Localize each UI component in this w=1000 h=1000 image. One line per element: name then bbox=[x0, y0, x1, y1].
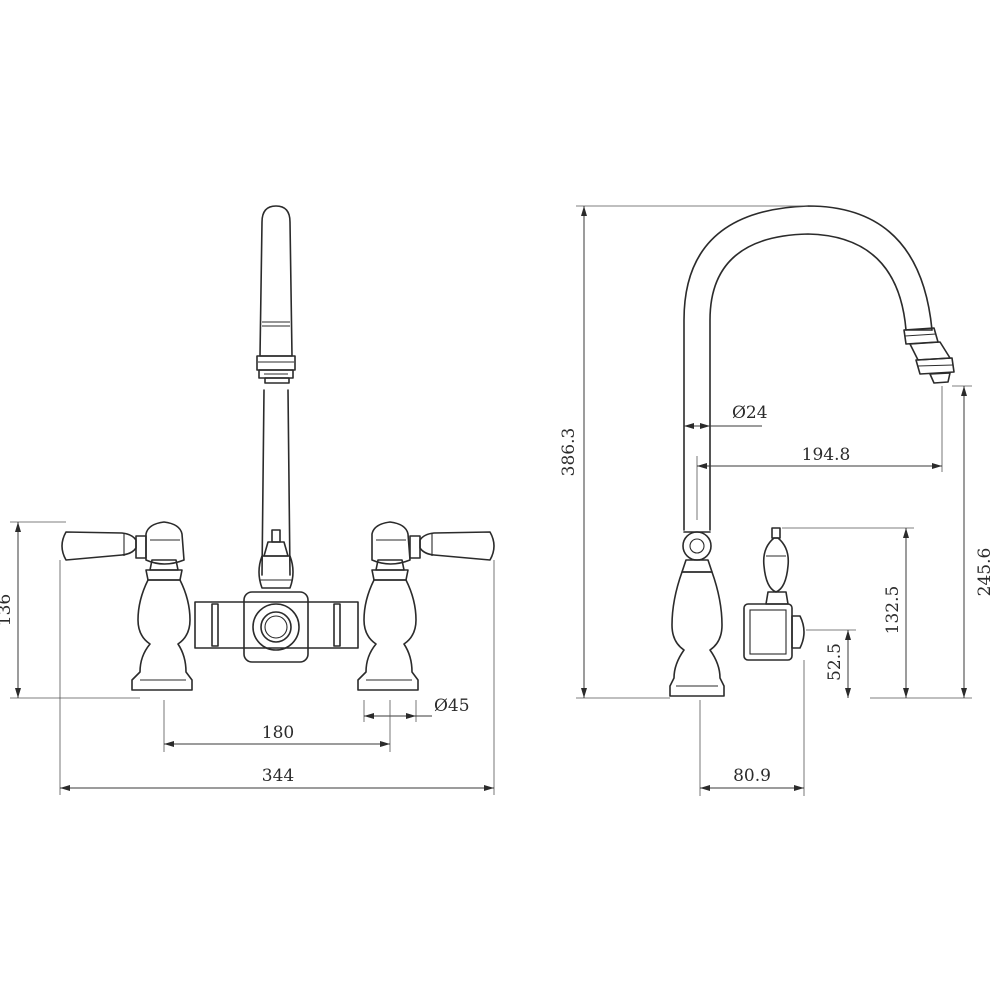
dim-label-132-5: 132.5 bbox=[883, 586, 903, 635]
side-dim-connector-height: 52.5 bbox=[806, 629, 856, 698]
dim-label-386-3: 386.3 bbox=[559, 428, 579, 477]
front-left-pillar bbox=[61, 521, 193, 691]
dim-label-52-5: 52.5 bbox=[825, 643, 845, 681]
front-dim-width: 344 bbox=[59, 560, 495, 795]
side-dim-spout-reach: 194.8 bbox=[696, 386, 943, 520]
side-connector bbox=[743, 603, 805, 661]
side-dim-base-depth: 80.9 bbox=[699, 660, 805, 796]
side-spout bbox=[683, 205, 955, 531]
front-dim-centers: 180 bbox=[163, 700, 391, 752]
dim-label-hole-diameter: Ø45 bbox=[434, 696, 470, 716]
front-right-pillar bbox=[357, 521, 495, 691]
side-lever bbox=[762, 527, 790, 605]
dim-label-245-6: 245.6 bbox=[975, 548, 995, 597]
side-dim-total-height: 386.3 bbox=[559, 205, 808, 699]
side-dim-outlet-height: 245.6 bbox=[870, 385, 995, 699]
front-central-lever bbox=[258, 529, 294, 589]
side-dim-spout-diameter: Ø24 bbox=[684, 403, 768, 429]
side-body bbox=[669, 531, 725, 697]
dim-label-spout-diameter: Ø24 bbox=[732, 403, 768, 423]
front-view: 136 Ø45 180 344 bbox=[0, 205, 495, 795]
front-dim-height: 136 bbox=[0, 521, 140, 699]
dim-label-194-8: 194.8 bbox=[802, 445, 851, 465]
front-bridge-body bbox=[194, 591, 359, 663]
dim-label-136: 136 bbox=[0, 594, 15, 626]
side-view: 386.3 Ø24 194.8 245.6 bbox=[559, 205, 995, 796]
front-spout bbox=[256, 205, 296, 576]
dim-label-180: 180 bbox=[262, 723, 294, 743]
dim-label-344: 344 bbox=[262, 766, 294, 786]
side-dim-handle-height: 132.5 bbox=[782, 527, 914, 698]
front-dim-hole: Ø45 bbox=[363, 696, 470, 722]
dim-label-80-9: 80.9 bbox=[733, 766, 771, 786]
